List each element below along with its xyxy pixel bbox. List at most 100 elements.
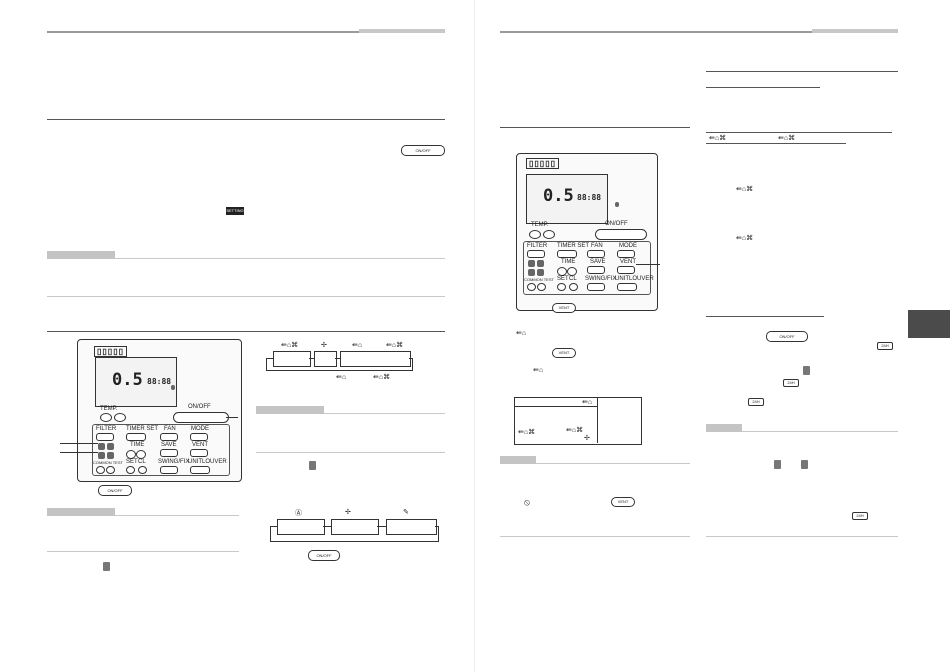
- louver-icon-inline-4: [774, 460, 781, 469]
- louver-label: LOUVER: [202, 459, 227, 465]
- col3-vent-icon-d: ⇚⌂⌘: [736, 235, 754, 242]
- time-up-button-r[interactable]: [567, 267, 577, 276]
- cl-button-r[interactable]: [569, 283, 578, 291]
- vent-inline-label-2: VENT: [558, 350, 570, 355]
- louver-icon-inline-2: [309, 461, 316, 470]
- temp-down-button-r[interactable]: [529, 230, 541, 239]
- callout-line-vent: [636, 264, 660, 265]
- cycle2-return-up: [270, 526, 271, 542]
- save-button-r[interactable]: [587, 266, 605, 274]
- vent-button[interactable]: [190, 449, 208, 457]
- remote-controller-left: ▯▯▯▯▯ 0.5 88:88 TEMP. ON/OFF FILTER TIME…: [77, 339, 242, 482]
- louver-button-a[interactable]: [98, 443, 105, 450]
- temp-up-button-r[interactable]: [543, 230, 555, 239]
- common-button[interactable]: [96, 466, 105, 474]
- h24-label-1: 24H: [881, 343, 889, 348]
- col3-rule-2: [706, 87, 820, 88]
- swing-fix-label: SWING/FIX: [158, 459, 190, 465]
- vent-button-r[interactable]: [617, 266, 635, 274]
- swing-fix-label-r: SWING/FIX: [585, 276, 617, 282]
- swing-fix-button-r[interactable]: [587, 283, 605, 291]
- fan-label-r: FAN: [591, 243, 603, 249]
- louver-button-b[interactable]: [107, 443, 114, 450]
- onoff-inline-button: ON/OFF: [401, 145, 445, 156]
- mode-button[interactable]: [190, 433, 208, 441]
- common-test-label-r: COMMON TEST: [524, 277, 554, 282]
- note-end-rule: [47, 296, 445, 297]
- unit-louver-button[interactable]: [190, 466, 210, 474]
- onoff-button-r[interactable]: [595, 229, 647, 240]
- filter-button[interactable]: [96, 433, 114, 441]
- louver-button-c[interactable]: [98, 452, 105, 459]
- fan-icon-a: ✢: [321, 342, 327, 349]
- right-header-tab: [812, 29, 898, 33]
- note-tag-2: [47, 508, 115, 516]
- lcd-indicator-r: [615, 202, 619, 207]
- louver-button-b-r[interactable]: [537, 260, 544, 267]
- cycle2-arrow-1: [323, 526, 331, 527]
- cycle2-box-1: [277, 519, 325, 535]
- col3-rule-1: [706, 71, 898, 72]
- callout-line-louver-b: [60, 452, 98, 453]
- timer-set-button[interactable]: [126, 433, 146, 441]
- set-button-r[interactable]: [557, 283, 566, 291]
- unit-label-r: UNIT: [615, 276, 629, 282]
- test-button-r[interactable]: [537, 283, 546, 291]
- time-up-button[interactable]: [136, 450, 146, 459]
- chapter-side-tab: [908, 310, 950, 338]
- mode-button-r[interactable]: [617, 250, 635, 258]
- common-test-label: COMMON TEST: [93, 460, 123, 465]
- onoff-label-r: ON/OFF: [605, 221, 628, 227]
- cycle-return-right: [409, 358, 413, 359]
- fan-button[interactable]: [160, 433, 178, 441]
- louver-button-d-r[interactable]: [537, 269, 544, 276]
- onoff-label: ON/OFF: [188, 404, 211, 410]
- common-button-r[interactable]: [527, 283, 536, 291]
- lcd-indicator: [171, 385, 175, 390]
- remote-lcd: [95, 357, 177, 407]
- cycle-box-2: [314, 351, 337, 367]
- cycle-arrow-1: [309, 358, 314, 359]
- page-gutter: [474, 0, 475, 672]
- test-button[interactable]: [106, 466, 115, 474]
- right-note-tag: [500, 456, 536, 464]
- onoff-inline-label-4: ON/OFF: [779, 334, 795, 339]
- filter-button-r[interactable]: [527, 250, 545, 258]
- save-label: SAVE: [161, 442, 177, 448]
- cycle2-return-bottom: [270, 541, 439, 542]
- h24-label-2: 24H: [787, 380, 795, 385]
- louver-icon-inline-3: [803, 366, 810, 375]
- h24-button-3: 24H: [748, 398, 764, 406]
- lcd-temp-digits-r: 0.5: [543, 186, 574, 206]
- h24-button-4: 24H: [852, 512, 868, 520]
- col3-note-rule: [742, 431, 898, 432]
- cl-button[interactable]: [138, 466, 147, 474]
- auto-fan-icon: Ⓐ: [295, 510, 302, 517]
- onoff-inline-button-4: ON/OFF: [766, 331, 808, 342]
- louver-button-a-r[interactable]: [528, 260, 535, 267]
- note-tag-3: [256, 406, 324, 414]
- save-button[interactable]: [160, 449, 178, 457]
- louver-button-c-r[interactable]: [528, 269, 535, 276]
- col3-rule-3: [706, 132, 892, 133]
- onoff-button[interactable]: [173, 412, 229, 423]
- time-down-button-r[interactable]: [557, 267, 567, 276]
- fan-label: FAN: [164, 426, 176, 432]
- lcd-detail-box: [514, 397, 642, 445]
- set-button[interactable]: [126, 466, 135, 474]
- vent-mode-icon-a: ⇚⌂: [352, 342, 363, 349]
- time-down-button[interactable]: [126, 450, 136, 459]
- unit-louver-button-r[interactable]: [617, 283, 637, 291]
- louver-button-d[interactable]: [107, 452, 114, 459]
- temp-down-button[interactable]: [100, 413, 112, 422]
- fan-icon-b: ✢: [345, 509, 351, 516]
- cycle2-box-3: [386, 519, 437, 535]
- swing-fix-button[interactable]: [160, 466, 178, 474]
- onoff-inline-button-3: ON/OFF: [308, 550, 340, 561]
- fan-button-r[interactable]: [587, 250, 605, 258]
- temp-up-button[interactable]: [114, 413, 126, 422]
- col3-note-end-rule: [706, 536, 898, 537]
- timer-set-button-r[interactable]: [557, 250, 577, 258]
- vent-inline-label: VENT: [558, 305, 570, 310]
- set-label-r: SET: [557, 276, 569, 282]
